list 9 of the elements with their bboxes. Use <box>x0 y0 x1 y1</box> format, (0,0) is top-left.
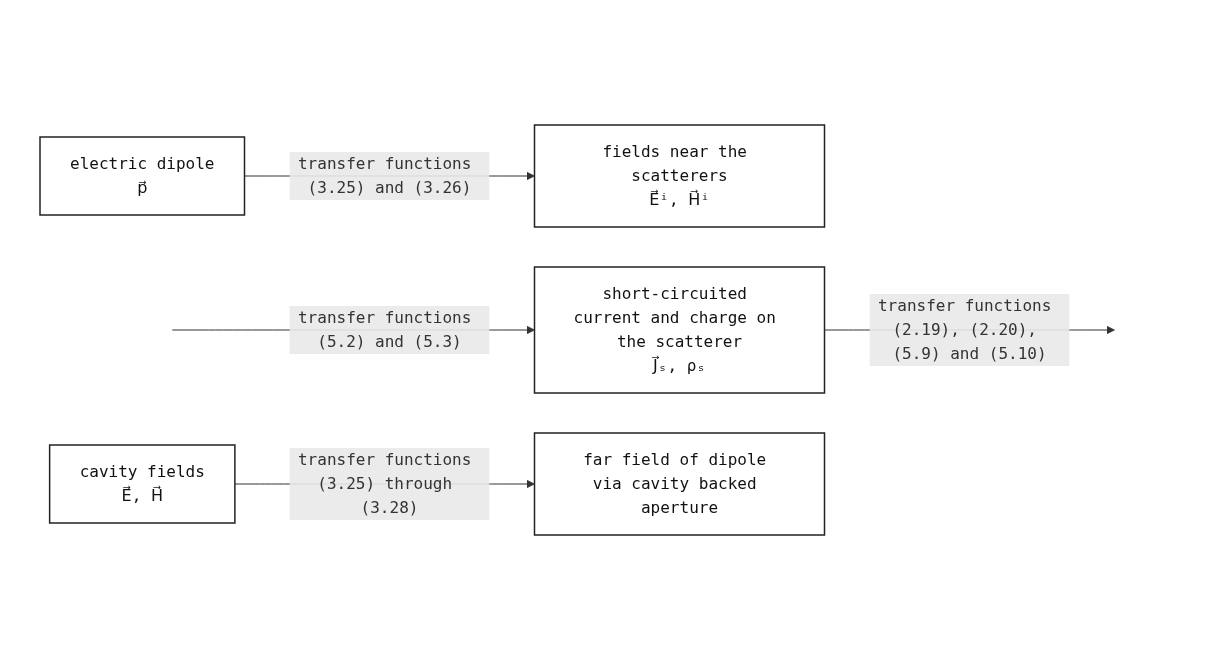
edge-label: transfer functions (3.25) and (3.26) <box>297 153 472 197</box>
edge-label: transfer functions (3.25) through (3.28) <box>297 449 472 517</box>
edge-label: transfer functions (2.19), (2.20), (5.9) and (5.10) <box>877 295 1052 363</box>
edge-label: transfer functions (5.2) and (5.3) <box>297 307 472 351</box>
node-box: short-circuited current and charge on the scatterer J⃗ₛ, ρₛ <box>533 265 825 394</box>
node-box: fields near the scatterers E⃗ⁱ, H⃗ⁱ <box>533 123 825 228</box>
node-box: cavity fields E⃗, H⃗ <box>48 443 236 524</box>
node-box: electric dipole p⃗ <box>39 135 245 216</box>
node-box: far field of dipole via cavity backed aperture <box>533 431 825 536</box>
